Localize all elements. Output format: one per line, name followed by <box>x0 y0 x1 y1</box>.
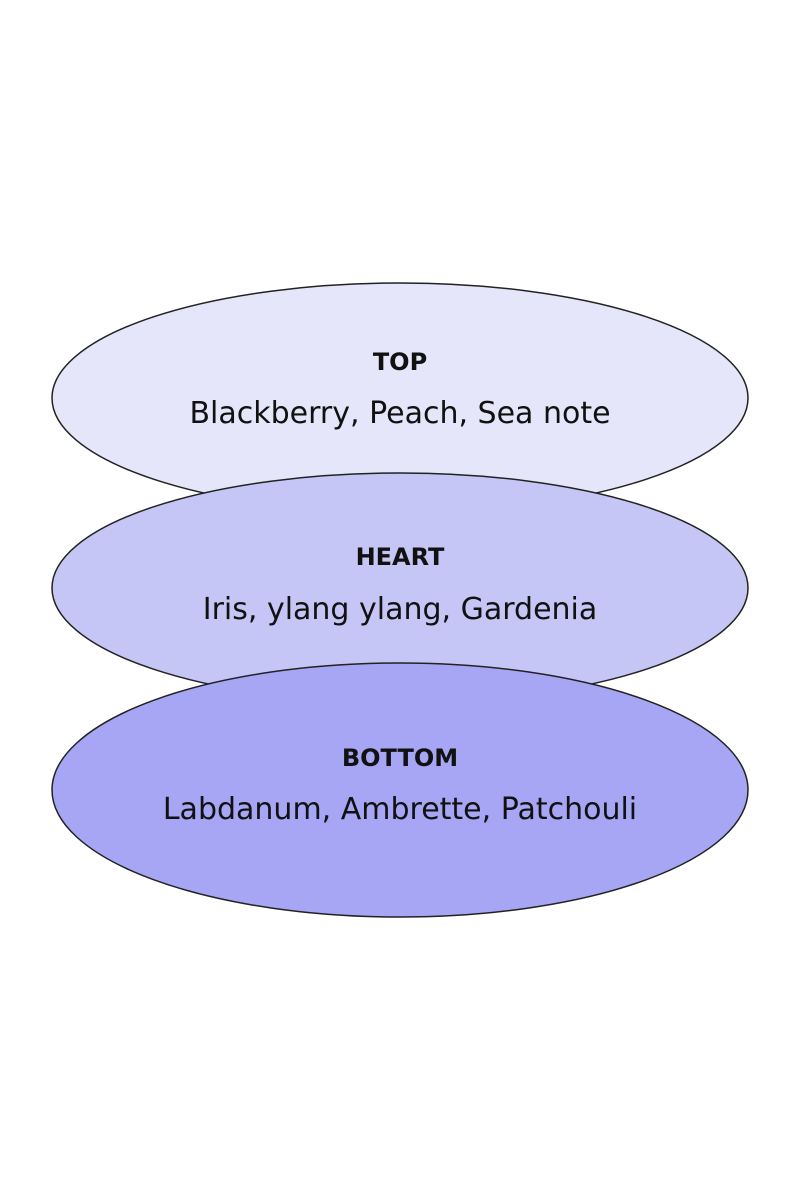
layer-top: TOP Blackberry, Peach, Sea note <box>51 282 749 514</box>
top-title: TOP <box>373 348 427 376</box>
bottom-notes: Labdanum, Ambrette, Patchouli <box>163 792 637 827</box>
bottom-ellipse <box>51 662 749 918</box>
layer-heart: HEART Iris, ylang ylang, Gardenia <box>51 472 749 704</box>
layer-bottom: BOTTOM Labdanum, Ambrette, Patchouli <box>51 662 749 918</box>
top-notes: Blackberry, Peach, Sea note <box>189 396 610 431</box>
bottom-title: BOTTOM <box>342 744 458 772</box>
heart-notes: Iris, ylang ylang, Gardenia <box>203 592 598 627</box>
heart-title: HEART <box>356 543 445 571</box>
